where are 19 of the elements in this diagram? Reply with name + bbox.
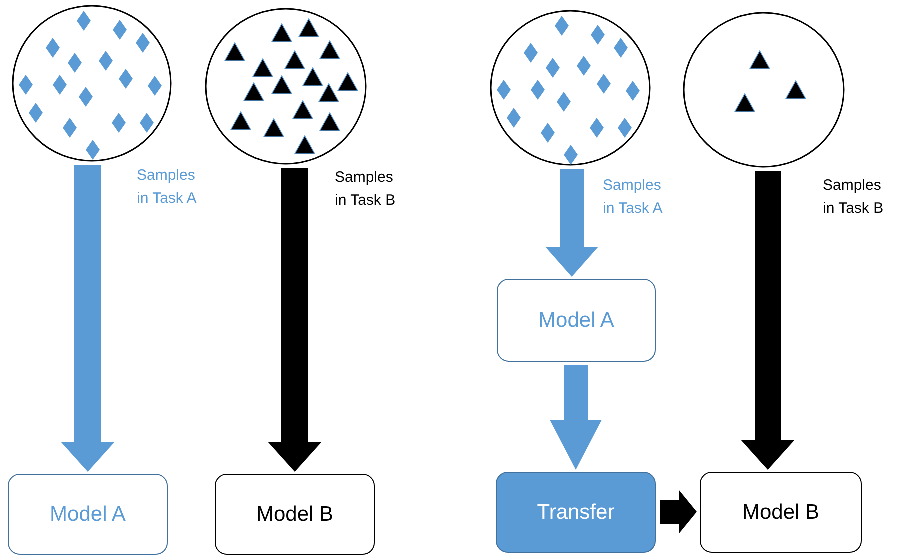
block-arrow	[550, 365, 602, 470]
block-arrow	[546, 169, 598, 277]
block-arrow	[660, 490, 697, 534]
samples-label: Samples in Task B	[335, 168, 397, 211]
model-box: Model B	[215, 474, 375, 555]
model-box: Model A	[8, 474, 168, 555]
diamond-samples-circle-drawing	[12, 5, 172, 162]
model-box: Transfer	[496, 472, 656, 553]
model-box: Model A	[497, 279, 656, 362]
diamond-samples-circle-drawing	[490, 10, 651, 166]
triangle-samples-circle-drawing	[205, 8, 367, 165]
block-arrow	[268, 168, 322, 472]
model-box: Model B	[700, 472, 862, 553]
block-arrow	[61, 165, 115, 472]
triangle-samples-circle-drawing	[683, 12, 845, 168]
samples-label: Samples in Task A	[603, 176, 664, 219]
samples-label: Samples in Task B	[823, 176, 885, 219]
samples-label: Samples in Task A	[137, 166, 198, 209]
block-arrow	[741, 171, 795, 470]
